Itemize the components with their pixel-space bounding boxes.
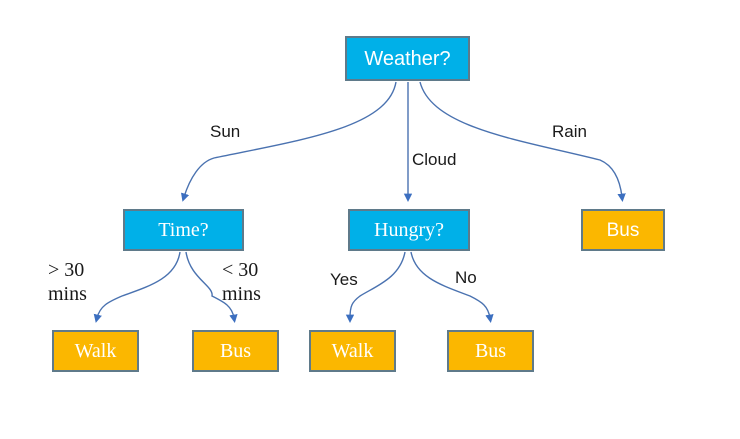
- node-label: Bus: [474, 340, 507, 362]
- edge-weather-rain: [419, 81, 626, 203]
- node-label: Bus: [606, 219, 640, 241]
- node-label: Weather?: [364, 47, 451, 70]
- node-label: Walk: [74, 340, 117, 362]
- edge-label-weather-rain: Rain: [552, 122, 587, 141]
- edge-label-hungry-no: No: [455, 268, 477, 287]
- edge-time-short: [185, 251, 238, 323]
- edge-label-weather-cloud: Cloud: [412, 150, 457, 169]
- edge-hungry-no: [410, 251, 494, 323]
- node-walk-long[interactable]: Walk: [52, 330, 139, 372]
- node-hungry[interactable]: Hungry?: [348, 209, 470, 251]
- edge-label-weather-sun: Sun: [210, 122, 241, 141]
- node-walk-hungry[interactable]: Walk: [309, 330, 396, 372]
- edge-label-time-long: > 30 mins: [48, 259, 87, 306]
- edge-label-hungry-yes: Yes: [330, 270, 358, 289]
- node-label: Hungry?: [374, 219, 444, 241]
- node-label: Time?: [158, 219, 209, 241]
- node-weather[interactable]: Weather?: [345, 36, 470, 81]
- node-label: Bus: [219, 340, 252, 362]
- edge-label-time-short: < 30 mins: [222, 259, 261, 306]
- edge-hungry-yes: [345, 251, 406, 324]
- edge-paths: [93, 81, 626, 324]
- node-time[interactable]: Time?: [123, 209, 244, 251]
- edge-time-long: [93, 251, 181, 323]
- edge-weather-sun: [181, 81, 397, 202]
- node-bus-nothungry[interactable]: Bus: [447, 330, 534, 372]
- node-label: Walk: [331, 340, 374, 362]
- node-bus-short[interactable]: Bus: [192, 330, 279, 372]
- node-bus-rain[interactable]: Bus: [581, 209, 665, 251]
